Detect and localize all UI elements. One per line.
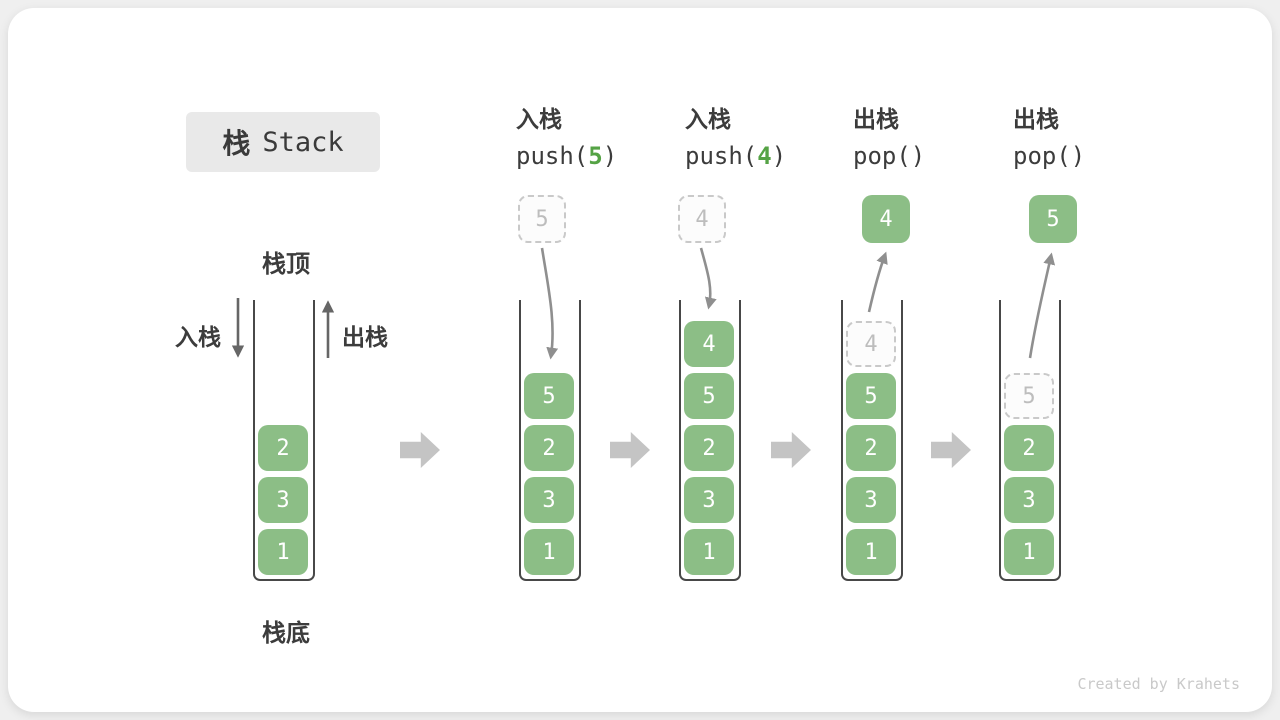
code-pre: push(: [685, 142, 758, 170]
diagram-card: 栈 Stack 入栈 push(5) 入栈 push(4) 出栈 pop() 出…: [8, 8, 1272, 712]
stack-cell: 3: [1004, 477, 1054, 523]
stack-container-1: 2 3 1: [253, 300, 315, 581]
title-zh: 栈: [222, 127, 251, 160]
stack-cell: 1: [684, 529, 734, 575]
operation-label-pop1: 出栈 pop(): [853, 106, 925, 171]
stack-cell: 2: [846, 425, 896, 471]
label-push: 入栈: [175, 325, 221, 351]
operation-code: pop(): [853, 141, 925, 171]
label-stack-top: 栈顶: [262, 250, 310, 278]
operation-label-pop2: 出栈 pop(): [1013, 106, 1085, 171]
stack-cell: 4: [684, 321, 734, 367]
stack-cell: 1: [524, 529, 574, 575]
step-arrow-icon: [931, 432, 971, 468]
operation-action: 入栈: [516, 107, 562, 133]
stack-cell: 1: [258, 529, 308, 575]
watermark: Created by Krahets: [1077, 675, 1240, 693]
stack-cell: 3: [258, 477, 308, 523]
stack-cell: 5: [524, 373, 574, 419]
push4-flow-arrow-icon: [699, 247, 717, 310]
stack-container-4: 4 5 2 3 1: [841, 300, 903, 581]
operation-code: push(5): [516, 141, 617, 171]
popped-cell-5: 5: [1029, 195, 1077, 243]
incoming-cell-4: 4: [678, 195, 726, 243]
stack-cell: 2: [684, 425, 734, 471]
step-arrow-icon: [771, 432, 811, 468]
stack-cell: 1: [846, 529, 896, 575]
code-arg: 4: [757, 142, 772, 170]
code-post: ): [602, 142, 618, 170]
stack-cell: 3: [524, 477, 574, 523]
stack-cell: 2: [1004, 425, 1054, 471]
code-post: ): [910, 142, 926, 170]
label-pop: 出栈: [342, 325, 388, 351]
stack-cell: 3: [846, 477, 896, 523]
step-arrow-icon: [610, 432, 650, 468]
stack-cell: 2: [524, 425, 574, 471]
code-arg: 5: [588, 142, 603, 170]
stack-cell: 2: [258, 425, 308, 471]
stack-cell: 1: [1004, 529, 1054, 575]
stack-cell: 5: [684, 373, 734, 419]
code-pre: pop(: [853, 142, 911, 170]
stack-cell-ghost: 5: [1004, 373, 1054, 419]
label-stack-bottom: 栈底: [262, 619, 310, 647]
code-post: ): [771, 142, 787, 170]
incoming-cell-5: 5: [518, 195, 566, 243]
stack-cell: 5: [846, 373, 896, 419]
operation-label-push5: 入栈 push(5): [516, 106, 617, 171]
operation-label-push4: 入栈 push(4): [685, 106, 786, 171]
operation-action: 出栈: [853, 107, 899, 133]
stack-container-3: 4 5 2 3 1: [679, 300, 741, 581]
stack-cell: 3: [684, 477, 734, 523]
operation-action: 入栈: [685, 107, 731, 133]
title-badge: 栈 Stack: [186, 112, 380, 172]
stack-container-5: 5 2 3 1: [999, 300, 1061, 581]
popped-cell-4: 4: [862, 195, 910, 243]
step-arrow-icon: [400, 432, 440, 468]
operation-code: push(4): [685, 141, 786, 171]
code-post: ): [1070, 142, 1086, 170]
operation-code: pop(): [1013, 141, 1085, 171]
stack-cell-ghost: 4: [846, 321, 896, 367]
title-en: Stack: [262, 126, 344, 158]
stack-container-2: 5 2 3 1: [519, 300, 581, 581]
operation-action: 出栈: [1013, 107, 1059, 133]
code-pre: push(: [516, 142, 589, 170]
code-pre: pop(: [1013, 142, 1071, 170]
